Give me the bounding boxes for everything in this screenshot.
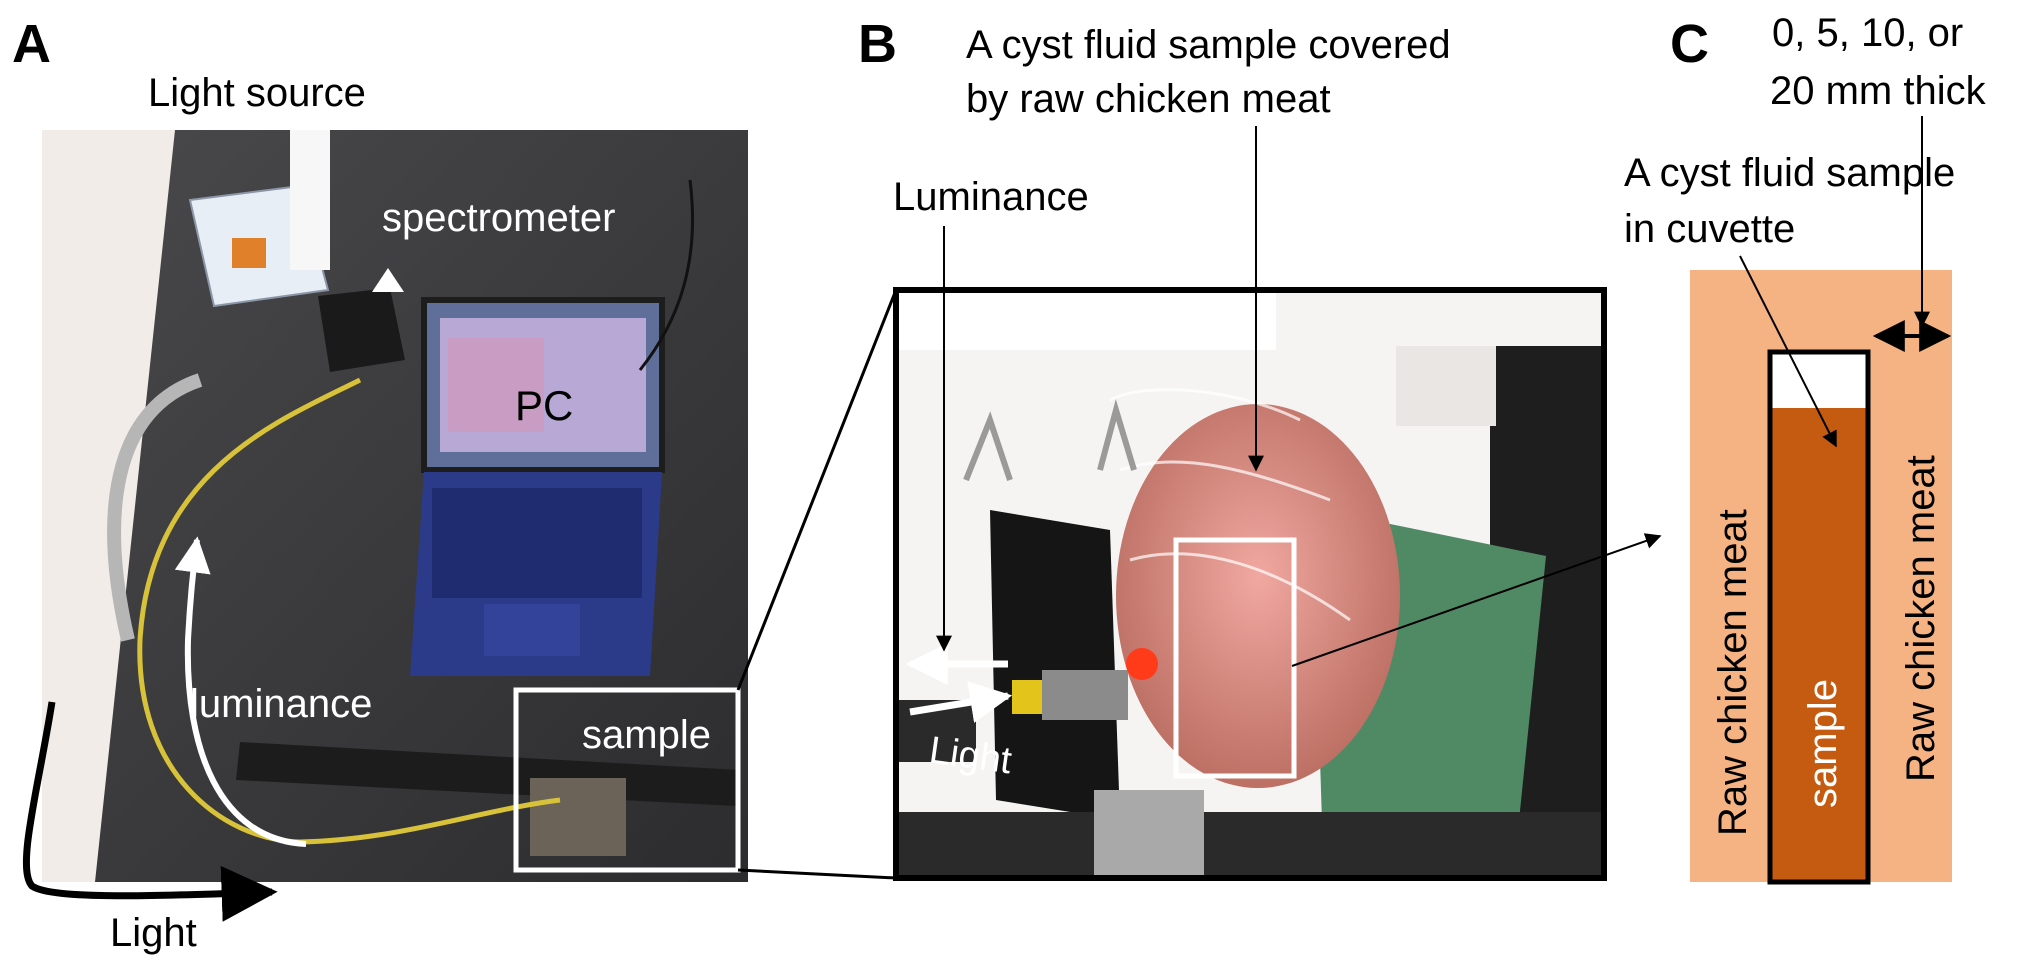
meat-right-label: Raw chicken meat xyxy=(1899,455,1943,782)
zoom-arrow-to-c xyxy=(1291,533,1662,667)
panel-c: C 0, 5, 10, or 20 mm thick A cyst fluid … xyxy=(1624,11,1987,885)
laptop-window xyxy=(448,338,544,432)
panel-b-letter: B xyxy=(858,14,897,74)
sample-label-c: sample xyxy=(1801,679,1845,808)
luminance-label: luminance xyxy=(190,682,372,726)
cuvette-outline xyxy=(1767,349,1871,885)
sample-label: sample xyxy=(582,713,711,757)
thickness-label-line2: 20 mm thick xyxy=(1770,69,1987,113)
light-source-stand xyxy=(290,130,330,270)
zoom-line-top xyxy=(736,289,898,691)
cyst-covered-label-line1: A cyst fluid sample covered xyxy=(966,23,1451,67)
light-glow xyxy=(1126,648,1158,680)
sample-region-box xyxy=(1173,537,1297,779)
laptop-touchpad xyxy=(484,604,580,656)
photo-b-frame xyxy=(893,287,1607,881)
holder-clamp xyxy=(990,510,1120,820)
fiber-cable-yellow-end xyxy=(299,797,561,845)
light-arrow-b xyxy=(909,681,1013,723)
sample-fluid xyxy=(1770,408,1868,882)
zoom-line-bottom xyxy=(737,868,897,880)
photo-b-wall xyxy=(896,290,1276,350)
photo-a: PC luminance spectrometer sample xyxy=(42,130,748,882)
meat-left-label: Raw chicken meat xyxy=(1711,509,1755,836)
luminance-label-b: Luminance xyxy=(893,175,1089,219)
panel-c-letter: C xyxy=(1670,14,1709,74)
plastic-wrap xyxy=(1109,388,1351,622)
panel-a: A Light source PC xyxy=(12,14,748,955)
base-plate xyxy=(896,812,1604,878)
sample-holder xyxy=(530,778,626,856)
cuvette-label-line2: in cuvette xyxy=(1624,207,1795,251)
bottom-clamp xyxy=(1094,790,1204,878)
power-cable xyxy=(638,179,694,371)
panel-a-letter: A xyxy=(12,14,51,74)
fiber-cable-yellow xyxy=(137,377,362,845)
light-label: Light xyxy=(110,911,197,955)
light-source-label: Light source xyxy=(148,71,366,115)
photo-b: Light xyxy=(896,290,1604,878)
cuvette-pointer xyxy=(1739,255,1837,448)
cuvette-label-line1: A cyst fluid sample xyxy=(1624,151,1955,195)
luminance-arrow xyxy=(174,536,307,847)
light-source-panel xyxy=(232,238,266,268)
pc-label: PC xyxy=(515,382,573,429)
spectrometer-label: spectrometer xyxy=(382,196,615,240)
sample-selection-box xyxy=(513,687,741,873)
fiber-connector xyxy=(1012,680,1042,714)
spectrometer-pointer xyxy=(372,268,404,292)
backdrop-light xyxy=(1396,346,1496,426)
cyst-covered-label-line2: by raw chicken meat xyxy=(966,77,1331,121)
laptop-keys xyxy=(432,488,642,598)
panel-b: B A cyst fluid sample covered by raw chi… xyxy=(858,14,1662,881)
fiber-cable-grey xyxy=(107,373,203,642)
fiber-coupler xyxy=(1042,670,1128,720)
spectrometer-device xyxy=(318,288,405,372)
cuvette-diagram: Raw chicken meat Raw chicken meat sample xyxy=(1690,270,1952,885)
light-arrow xyxy=(22,701,278,922)
thickness-label-line1: 0, 5, 10, or xyxy=(1772,11,1963,55)
binder-clips xyxy=(963,398,1137,482)
